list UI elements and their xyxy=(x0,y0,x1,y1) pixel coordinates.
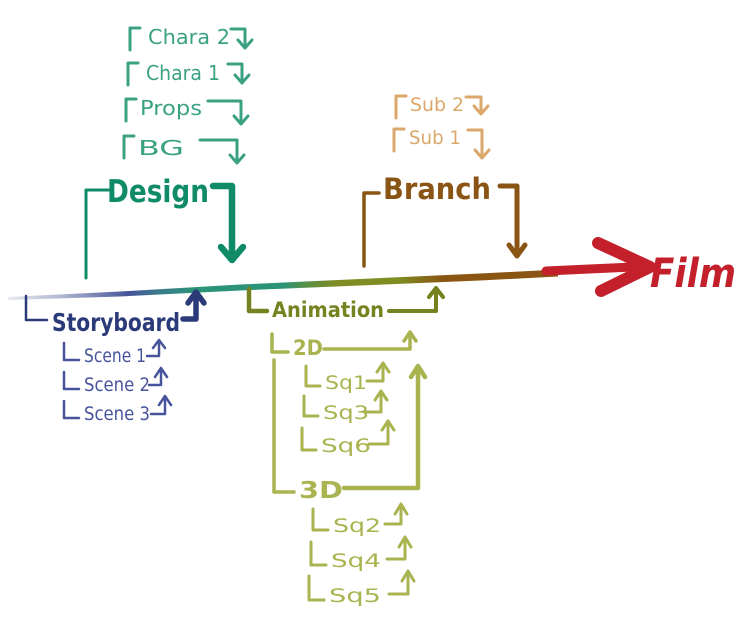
scene-1-label: Scene 1 xyxy=(84,345,146,367)
chara-2-label: Chara 2 xyxy=(148,25,230,49)
sq1-label: Sq1 xyxy=(325,372,367,394)
scene-2-merge-arrow-icon xyxy=(147,366,169,387)
sub-2-bracket xyxy=(394,94,408,120)
storyboard-merge-arrow-icon xyxy=(180,289,207,322)
bg-merge-arrow-icon xyxy=(198,138,246,165)
film-label: Film xyxy=(650,251,736,297)
storyboard-bracket xyxy=(24,294,49,322)
props-merge-arrow-icon xyxy=(206,99,250,126)
sq3-bracket xyxy=(302,394,320,418)
sq5-label: Sq5 xyxy=(329,585,381,607)
storyboard-group: Storyboard Scene 1 Scene 2 Scene 3 xyxy=(24,289,207,425)
2d-3d-connector-bracket xyxy=(272,358,296,494)
chara-1-label: Chara 1 xyxy=(146,61,220,85)
chara-2-merge-arrow-icon xyxy=(229,27,254,50)
design-label: Design xyxy=(107,174,209,210)
scene-3-label: Scene 3 xyxy=(84,403,150,425)
film-arrow-head xyxy=(592,237,656,297)
timeline-axis xyxy=(8,269,558,300)
sq6-merge-arrow-icon xyxy=(367,419,396,446)
scene-2-bracket xyxy=(62,370,81,391)
sub-1-label: Sub 1 xyxy=(409,127,461,149)
chara-2-bracket xyxy=(128,26,142,52)
sq2-bracket xyxy=(311,507,330,532)
film-arrow-shaft xyxy=(541,262,638,276)
chara-1-bracket xyxy=(126,61,140,87)
scene-3-bracket xyxy=(62,399,81,420)
sq6-label: Sq6 xyxy=(321,435,371,457)
animation-group: Animation 2D Sq1 Sq3 Sq6 3D Sq2 Sq4 Sq5 xyxy=(246,286,445,607)
branch-merge-arrow-icon xyxy=(497,183,528,259)
sub-1-merge-arrow-icon xyxy=(466,128,491,160)
scene-2-label: Scene 2 xyxy=(84,374,150,396)
scene-3-merge-arrow-icon xyxy=(149,394,173,416)
3d-label: 3D xyxy=(299,478,343,504)
sub-1-bracket xyxy=(392,127,406,153)
sq4-label: Sq4 xyxy=(331,550,381,572)
sq5-bracket xyxy=(307,574,326,602)
props-label: Props xyxy=(140,96,202,120)
bg-bracket xyxy=(122,134,136,160)
design-merge-arrow-icon xyxy=(209,182,247,264)
branch-label: Branch xyxy=(383,172,491,206)
design-group: Chara 2 Chara 1 Props BG Design xyxy=(84,25,254,280)
sq5-merge-arrow-icon xyxy=(387,569,416,596)
scene-1-merge-arrow-icon xyxy=(145,338,167,358)
storyboard-label: Storyboard xyxy=(52,308,180,337)
sq2-label: Sq2 xyxy=(333,515,381,537)
3d-merge-arrow-icon xyxy=(341,363,428,491)
scene-1-bracket xyxy=(62,341,81,362)
sq1-bracket xyxy=(304,364,322,388)
2d-bracket xyxy=(270,332,290,354)
branch-group: Sub 2 Sub 1 Branch xyxy=(362,94,528,268)
2d-label: 2D xyxy=(293,336,323,360)
animation-merge-arrow-icon xyxy=(387,286,445,313)
film-arrow-icon xyxy=(541,237,656,297)
2d-merge-arrow-icon xyxy=(322,330,418,351)
sq2-merge-arrow-icon xyxy=(383,502,409,526)
sq3-merge-arrow-icon xyxy=(363,389,389,414)
sq1-merge-arrow-icon xyxy=(365,361,391,383)
sub-2-merge-arrow-icon xyxy=(464,95,490,116)
sq4-bracket xyxy=(309,540,328,567)
chara-1-merge-arrow-icon xyxy=(226,62,251,85)
design-bracket xyxy=(84,188,114,280)
sub-2-label: Sub 2 xyxy=(410,94,464,116)
bg-label: BG xyxy=(138,136,184,160)
animation-label: Animation xyxy=(272,298,384,322)
branch-bracket xyxy=(362,191,381,268)
sq4-merge-arrow-icon xyxy=(385,535,413,561)
sq6-bracket xyxy=(300,426,318,452)
sq3-label: Sq3 xyxy=(323,402,369,424)
animation-bracket xyxy=(246,286,270,314)
props-bracket xyxy=(124,97,138,123)
